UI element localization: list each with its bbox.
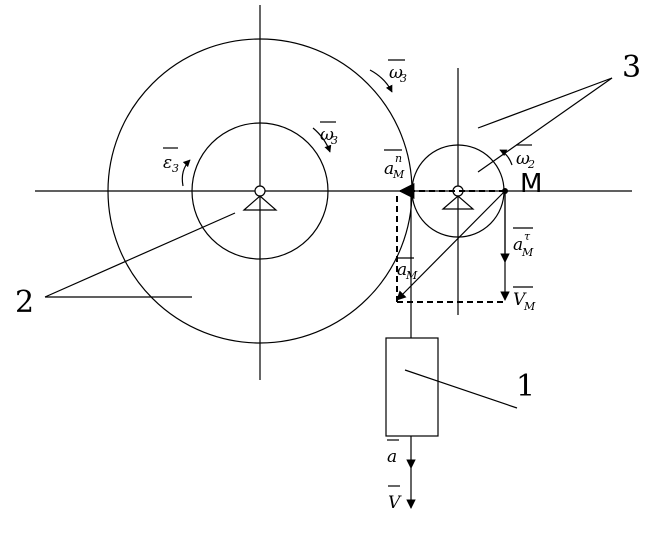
wheel2-inner-circle xyxy=(191,122,329,260)
aMn-symbol: a xyxy=(384,159,394,179)
wheel2-hub xyxy=(254,185,266,197)
label-2: 2 xyxy=(15,285,34,320)
wheel3-support-triangle xyxy=(441,195,475,210)
omega2-arc xyxy=(499,149,513,166)
epsilon3-subscript: 3 xyxy=(172,162,179,175)
label-3: 3 xyxy=(622,50,641,85)
omega2-symbol: ω xyxy=(516,149,530,169)
omega3-inner-arc xyxy=(312,127,332,153)
omega3-outer-arc xyxy=(369,69,393,93)
block1 xyxy=(385,337,439,437)
aMn-subscript: M xyxy=(392,168,405,181)
V-symbol: V xyxy=(388,493,402,513)
label-1: 1 xyxy=(516,369,535,404)
aM-vector xyxy=(396,190,506,301)
VM-symbol: V xyxy=(513,290,527,310)
leader-3-a xyxy=(477,77,613,129)
epsilon3-arc xyxy=(181,159,191,187)
leader-1 xyxy=(404,369,518,409)
leader-3-b xyxy=(477,77,613,173)
omega2-subscript: 2 xyxy=(527,158,535,171)
aMtau-subscript: M xyxy=(521,246,534,259)
omega3-inner-symbol: ω xyxy=(320,125,334,145)
VM-subscript: M xyxy=(523,300,536,313)
aMtau-symbol: a xyxy=(513,235,523,255)
wheel2-support-triangle xyxy=(242,195,278,211)
aM-symbol: a xyxy=(397,260,407,280)
aMtau-superscript: τ xyxy=(524,230,531,243)
aMn-superscript: n xyxy=(395,152,402,165)
leader-2-a xyxy=(44,212,236,298)
omega3-outer-subscript: 3 xyxy=(400,72,407,85)
omega3-inner-subscript: 3 xyxy=(331,134,338,147)
omega3-outer-symbol: ω xyxy=(389,63,403,83)
a-symbol: a xyxy=(387,447,397,467)
label-m: M xyxy=(520,169,542,199)
aM-subscript: M xyxy=(405,269,418,282)
epsilon3-symbol: ε xyxy=(163,153,172,173)
